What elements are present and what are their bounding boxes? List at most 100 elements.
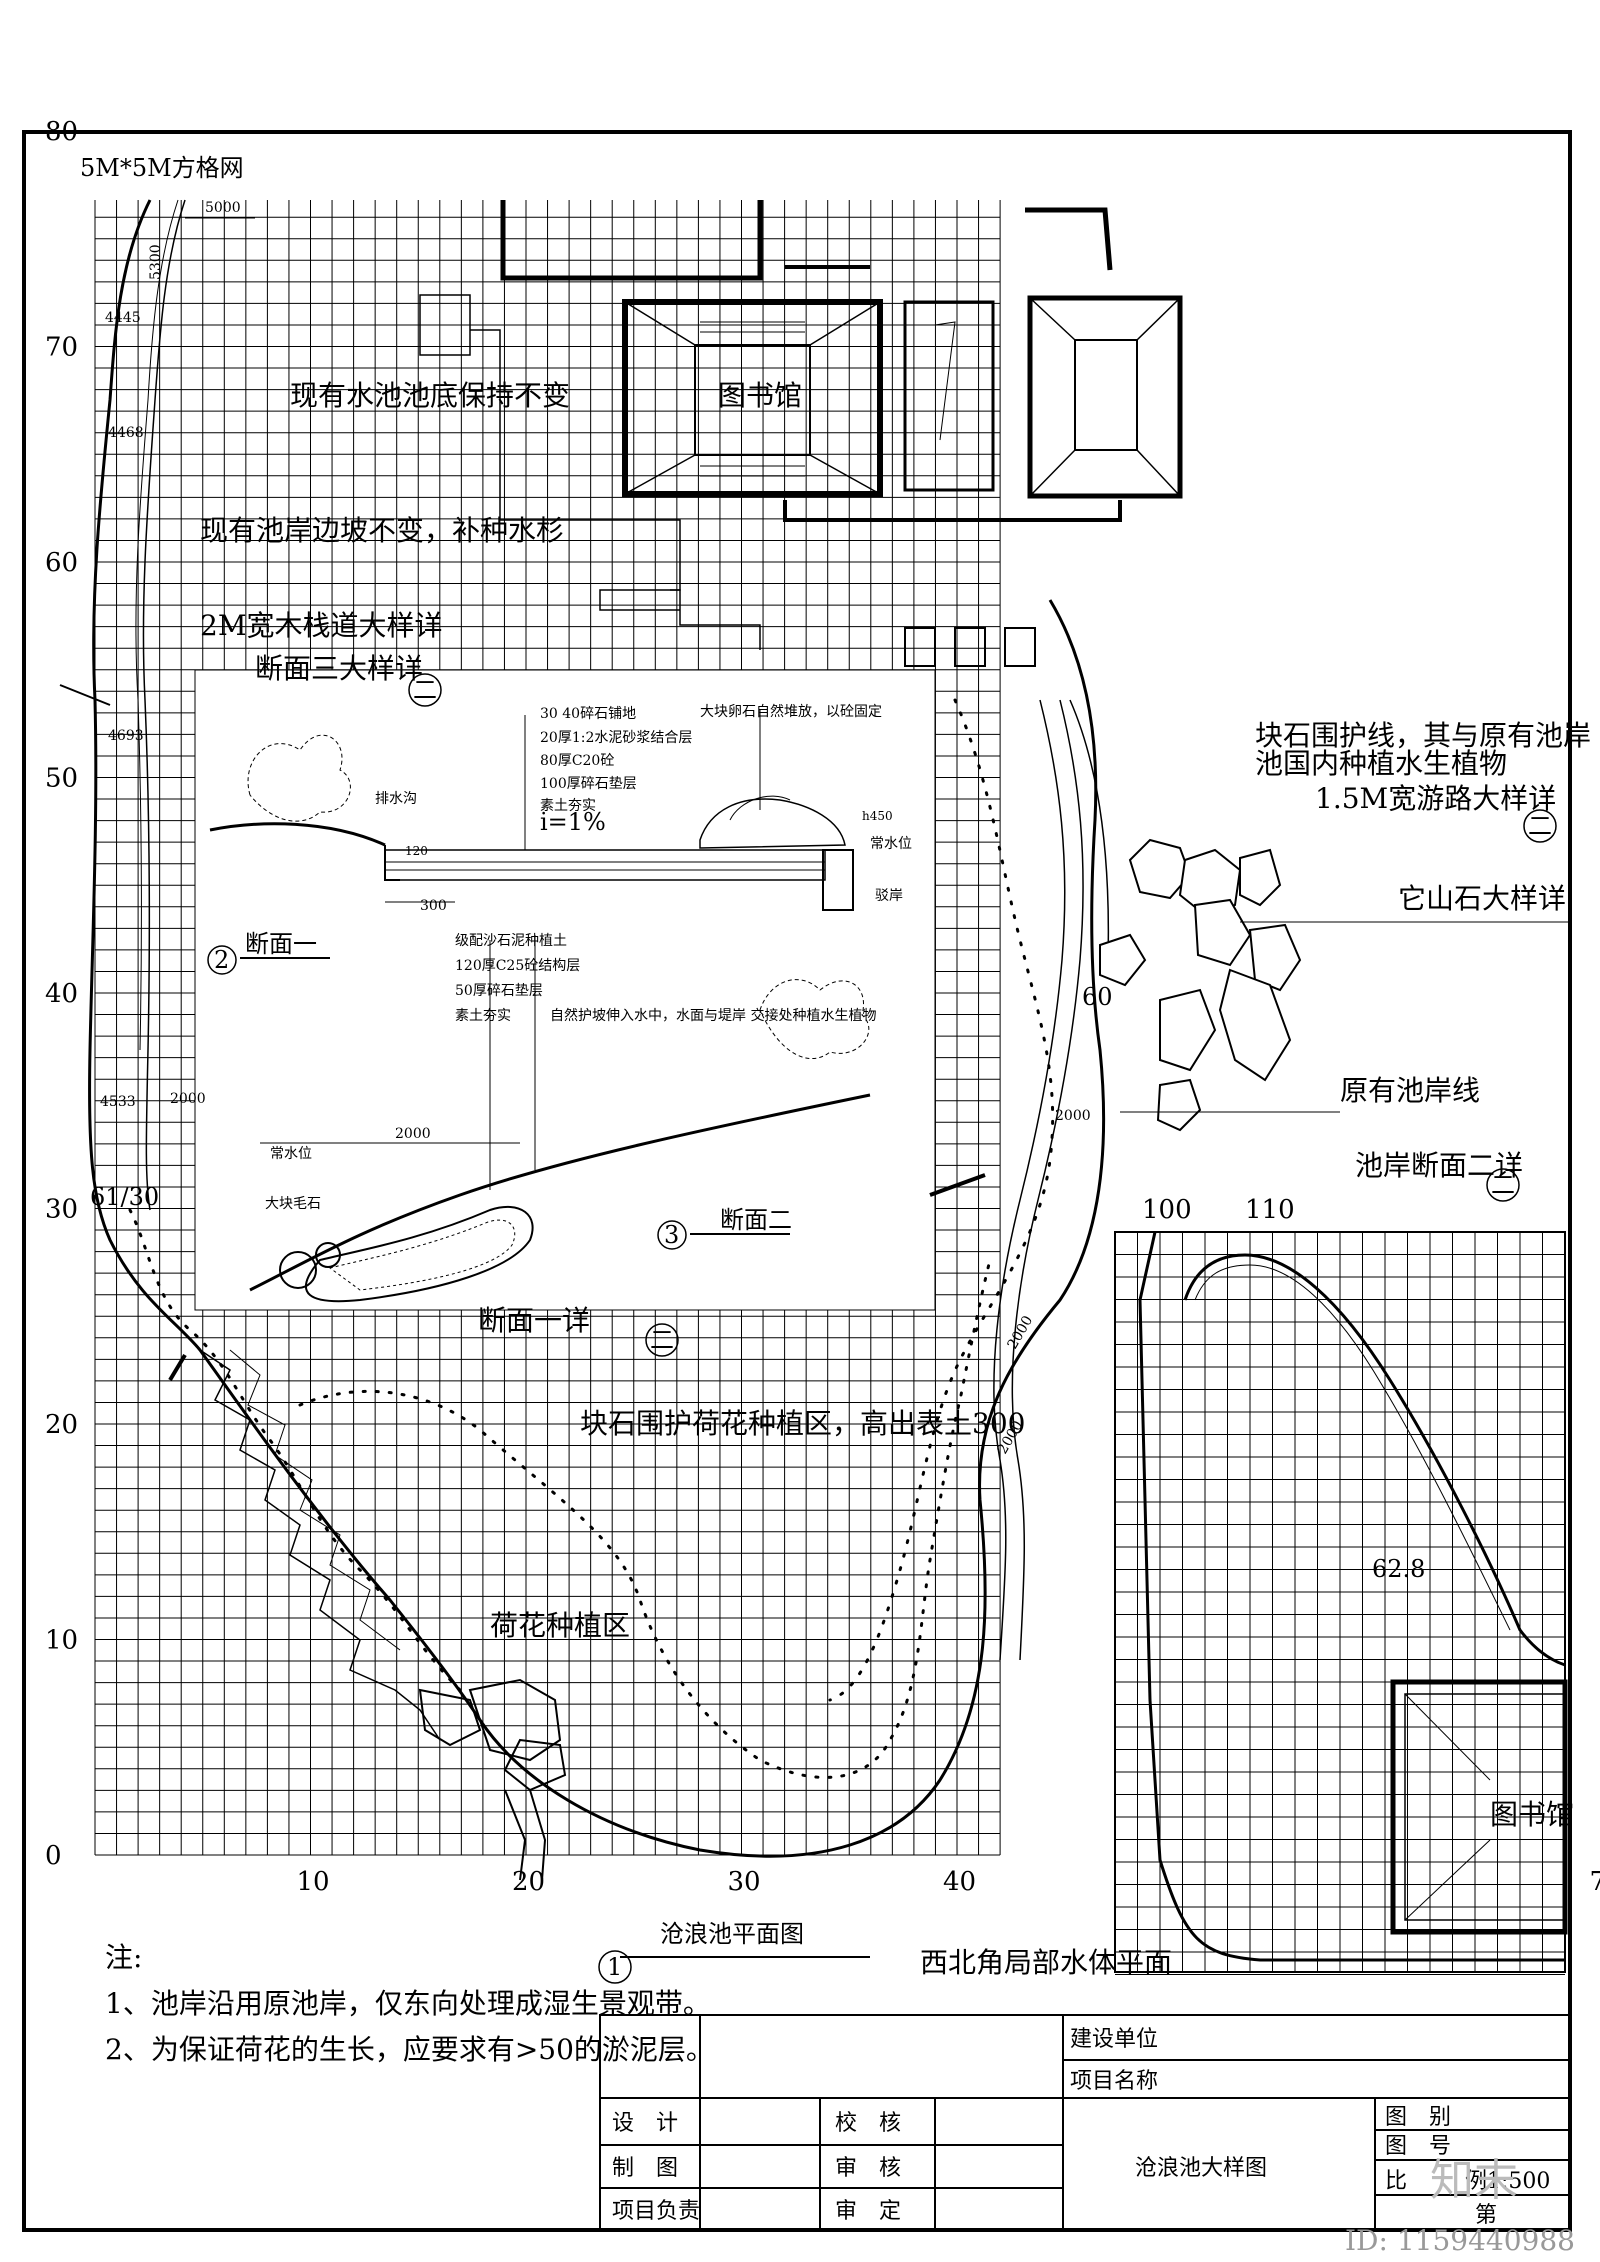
west-bank-edge: [135, 199, 179, 1051]
annot-section-three: 断面三大样详: [255, 652, 423, 685]
rock-revetment-line: [828, 698, 1055, 1702]
svg-text:300: 300: [420, 898, 447, 914]
library-building: [622, 299, 883, 497]
y-tick-label: 70: [45, 333, 78, 363]
west-rock-edge: [128, 1208, 462, 1692]
library-label: 图书馆: [718, 379, 802, 412]
x-tick-label: 30: [728, 1867, 761, 1897]
grid-title: 5M*5M方格网: [80, 154, 244, 182]
section-one-drawing: [209, 710, 854, 911]
annot-bank: 现有池岸边坡不变，补种水杉: [200, 514, 564, 547]
svg-text:图 号: 图 号: [1385, 2134, 1451, 2159]
x-tick-label: 10: [297, 1867, 330, 1897]
y-tick-label: 30: [45, 1195, 78, 1225]
svg-text:制 图: 制 图: [612, 2156, 678, 2181]
svg-text:图书馆: 图书馆: [1490, 1798, 1574, 1831]
annex-detail: [934, 321, 956, 441]
inset-tick-100: 100: [1142, 1195, 1192, 1225]
east-path-c: [1069, 699, 1110, 961]
svg-text:二: 二: [413, 676, 437, 704]
inset-tick-110: 110: [1245, 1195, 1295, 1225]
outlet-rocks: [418, 1678, 567, 1881]
svg-text:常水位: 常水位: [270, 1146, 312, 1162]
annot-section-one: 断面一详: [478, 1304, 590, 1337]
annot-path: 1.5M宽游路大样详: [1315, 782, 1556, 815]
tashan-stones: [1099, 838, 1302, 1132]
svg-text:120厚C25砼结构层: 120厚C25砼结构层: [455, 958, 580, 974]
section-two-drawing: [249, 935, 871, 1303]
annot-rock-revetment: 块石围护线，其与原有池岸: [1255, 719, 1591, 752]
svg-text:二: 二: [1528, 812, 1552, 840]
svg-text:校 核: 校 核: [835, 2111, 901, 2136]
svg-text:80厚C20砼: 80厚C20砼: [540, 753, 614, 769]
svg-text:1: 1: [607, 1953, 622, 1981]
svg-text:断面一: 断面一: [245, 930, 317, 958]
north-structures: [419, 200, 1122, 667]
note-1: 1、池岸沿用原池岸，仅东向处理成湿生景观带。: [105, 1987, 711, 2020]
svg-text:例1:500: 例1:500: [1465, 2169, 1550, 2194]
x-tick-label: 40: [943, 1867, 976, 1897]
svg-text:ID: 1159440988: ID: 1159440988: [1345, 2224, 1575, 2257]
watermark: 知末 ID: 1159440988: [1345, 2155, 1575, 2257]
annot-boardwalk: 2M宽木栈道大样详: [200, 609, 443, 642]
svg-text:50厚碎石垫层: 50厚碎石垫层: [455, 983, 543, 999]
svg-text:30 40碎石铺地: 30 40碎石铺地: [540, 706, 636, 722]
svg-text:4693: 4693: [108, 728, 144, 744]
svg-text:沧浪池大样图: 沧浪池大样图: [1135, 2156, 1267, 2181]
y-tick-label: 60: [45, 548, 78, 578]
svg-text:大块毛石: 大块毛石: [265, 1196, 321, 1212]
svg-text:4468: 4468: [108, 425, 144, 441]
x-tick-label: 70: [1590, 1867, 1600, 1897]
svg-text:自然护坡伸入水中，水面与堤岸 交接处种植水生植物: 自然护坡伸入水中，水面与堤岸 交接处种植水生植物: [550, 1007, 876, 1024]
svg-text:h450: h450: [862, 809, 893, 823]
svg-text:素土夯实: 素土夯实: [540, 798, 596, 814]
east-pavilion: [1027, 295, 1183, 499]
annot-bank-section: 池岸断面二详: [1355, 1149, 1523, 1182]
nw-inset: 62.8 图书馆: [1114, 1231, 1574, 1975]
notes-heading: 注:: [105, 1941, 143, 1974]
svg-text:建设单位: 建设单位: [1070, 2027, 1158, 2052]
sections-frame: [194, 669, 936, 1311]
y-tick-label: 50: [45, 764, 78, 794]
svg-text:61/30: 61/30: [90, 1183, 159, 1211]
west-bank-outer: [88, 199, 482, 1721]
annot-lotus-raised: 块石围护荷花种植区，高出表土300: [580, 1407, 1025, 1440]
x-tick-label: 20: [512, 1867, 545, 1897]
svg-text:项目名称: 项目名称: [1070, 2069, 1158, 2094]
plan-annotations: 现有水池池底保持不变 现有池岸边坡不变，补种水杉 2M宽木栈道大样详 断面三大样…: [200, 379, 1591, 1642]
svg-text:审 定: 审 定: [835, 2199, 901, 2224]
east-path-a: [993, 699, 1066, 1661]
svg-text:比: 比: [1385, 2169, 1407, 2194]
svg-text:断面二: 断面二: [720, 1206, 792, 1234]
notes-block: 注: 1、池岸沿用原池岸，仅东向处理成湿生景观带。 2、为保证荷花的生长，应要求…: [105, 1935, 725, 2073]
svg-text:2000: 2000: [1055, 1108, 1091, 1124]
east-path-b: [1011, 699, 1084, 1661]
annot-pool-bottom: 现有水池池底保持不变: [290, 379, 570, 412]
svg-text:常水位: 常水位: [870, 836, 912, 852]
svg-text:120: 120: [405, 844, 428, 858]
section-two-text: 级配沙石泥种植土 120厚C25砼结构层 50厚碎石垫层 素土夯实 自然护坡伸入…: [265, 933, 876, 1250]
annot-aquatic: 池国内种植水生植物: [1255, 747, 1507, 780]
annex-building: [903, 300, 995, 492]
svg-text:2: 2: [214, 946, 229, 974]
svg-text:2000: 2000: [170, 1091, 206, 1107]
svg-text:5000: 5000: [205, 200, 241, 216]
rock-shore-sw-2: [229, 1349, 401, 1651]
svg-text:沧浪池平面图: 沧浪池平面图: [660, 1920, 804, 1948]
svg-text:2000: 2000: [1005, 1313, 1037, 1352]
annot-tashan: 它山石大样详: [1398, 882, 1566, 915]
svg-text:设 计: 设 计: [612, 2111, 678, 2136]
svg-text:审 核: 审 核: [835, 2156, 901, 2181]
y-tick-label: 20: [45, 1410, 78, 1440]
svg-text:100厚碎石垫层: 100厚碎石垫层: [540, 776, 637, 792]
svg-text:62.8: 62.8: [1372, 1555, 1425, 1583]
svg-text:二: 二: [650, 1326, 674, 1354]
svg-text:2000: 2000: [395, 1126, 431, 1142]
svg-text:项目负责: 项目负责: [612, 2199, 700, 2224]
svg-text:级配沙石泥种植土: 级配沙石泥种植土: [455, 933, 567, 949]
y-tick-label: 0: [45, 1841, 62, 1871]
svg-text:排水沟: 排水沟: [375, 791, 417, 807]
y-axis-labels: 1501401301201101009080706050403020100: [45, 117, 78, 1871]
annot-lotus: 荷花种植区: [490, 1609, 630, 1642]
svg-text:西北角局部水体平面: 西北角局部水体平面: [920, 1946, 1172, 1979]
